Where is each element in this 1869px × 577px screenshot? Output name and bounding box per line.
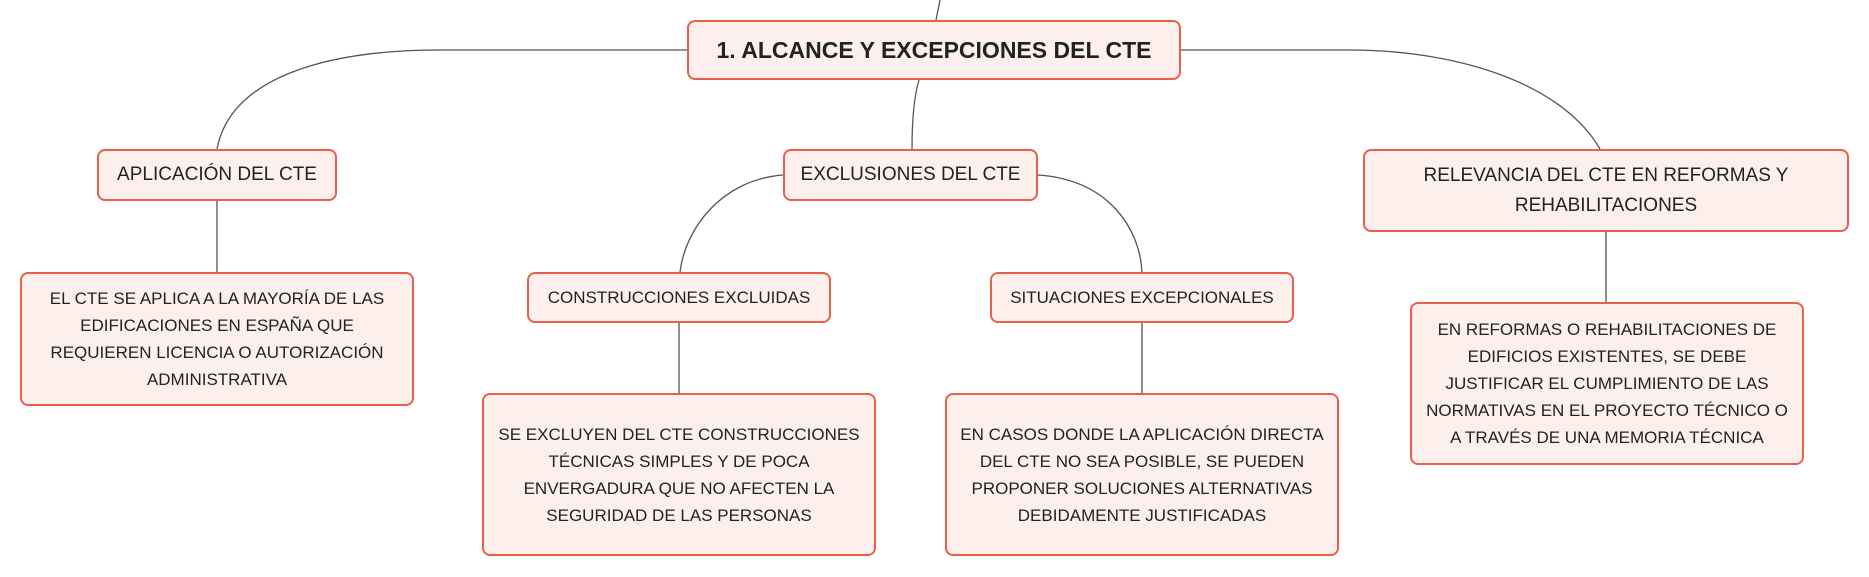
connector-incoming-root bbox=[935, 0, 941, 21]
root-topic-label: 1. ALCANCE Y EXCEPCIONES DEL CTE bbox=[716, 36, 1152, 63]
connector-exclusiones-situaciones bbox=[1037, 174, 1143, 273]
topic-relevancia[interactable]: RELEVANCIA DEL CTE EN REFORMAS Y REHABIL… bbox=[1363, 149, 1849, 232]
topic-aplicacion-label: APLICACIÓN DEL CTE bbox=[117, 164, 317, 185]
detail-aplicacion[interactable]: EL CTE SE APLICA A LA MAYORÍA DE LAS EDI… bbox=[20, 272, 414, 406]
topic-exclusiones[interactable]: EXCLUSIONES DEL CTE bbox=[783, 149, 1038, 201]
connector-root-exclusiones bbox=[911, 79, 920, 150]
connector-root-aplicacion bbox=[216, 49, 687, 150]
topic-exclusiones-label: EXCLUSIONES DEL CTE bbox=[800, 164, 1021, 185]
detail-construcciones[interactable]: SE EXCLUYEN DEL CTE CONSTRUCCIONES TÉCNI… bbox=[482, 393, 876, 556]
subtopic-construcciones-excluidas[interactable]: CONSTRUCCIONES EXCLUIDAS bbox=[527, 272, 831, 323]
detail-situaciones[interactable]: EN CASOS DONDE LA APLICACIÓN DIRECTA DEL… bbox=[945, 393, 1339, 556]
topic-relevancia-label: RELEVANCIA DEL CTE EN REFORMAS Y REHABIL… bbox=[1423, 164, 1789, 216]
subtopic-construcciones-label: CONSTRUCCIONES EXCLUIDAS bbox=[547, 287, 811, 307]
subtopic-situaciones-label: SITUACIONES EXCEPCIONALES bbox=[1010, 287, 1274, 307]
detail-relevancia-text: EN REFORMAS O REHABILITACIONES DE EDIFIC… bbox=[1426, 320, 1788, 447]
root-topic[interactable]: 1. ALCANCE Y EXCEPCIONES DEL CTE bbox=[687, 20, 1181, 80]
connector-exclusiones-construcciones bbox=[679, 174, 784, 273]
detail-situaciones-text: EN CASOS DONDE LA APLICACIÓN DIRECTA DEL… bbox=[960, 424, 1324, 525]
detail-aplicacion-text: EL CTE SE APLICA A LA MAYORÍA DE LAS EDI… bbox=[49, 289, 385, 389]
connector-root-relevancia bbox=[1181, 49, 1601, 150]
detail-construcciones-text: SE EXCLUYEN DEL CTE CONSTRUCCIONES TÉCNI… bbox=[498, 424, 860, 525]
detail-relevancia[interactable]: EN REFORMAS O REHABILITACIONES DE EDIFIC… bbox=[1410, 302, 1804, 465]
topic-aplicacion[interactable]: APLICACIÓN DEL CTE bbox=[97, 149, 337, 201]
subtopic-situaciones-excepcionales[interactable]: SITUACIONES EXCEPCIONALES bbox=[990, 272, 1294, 323]
